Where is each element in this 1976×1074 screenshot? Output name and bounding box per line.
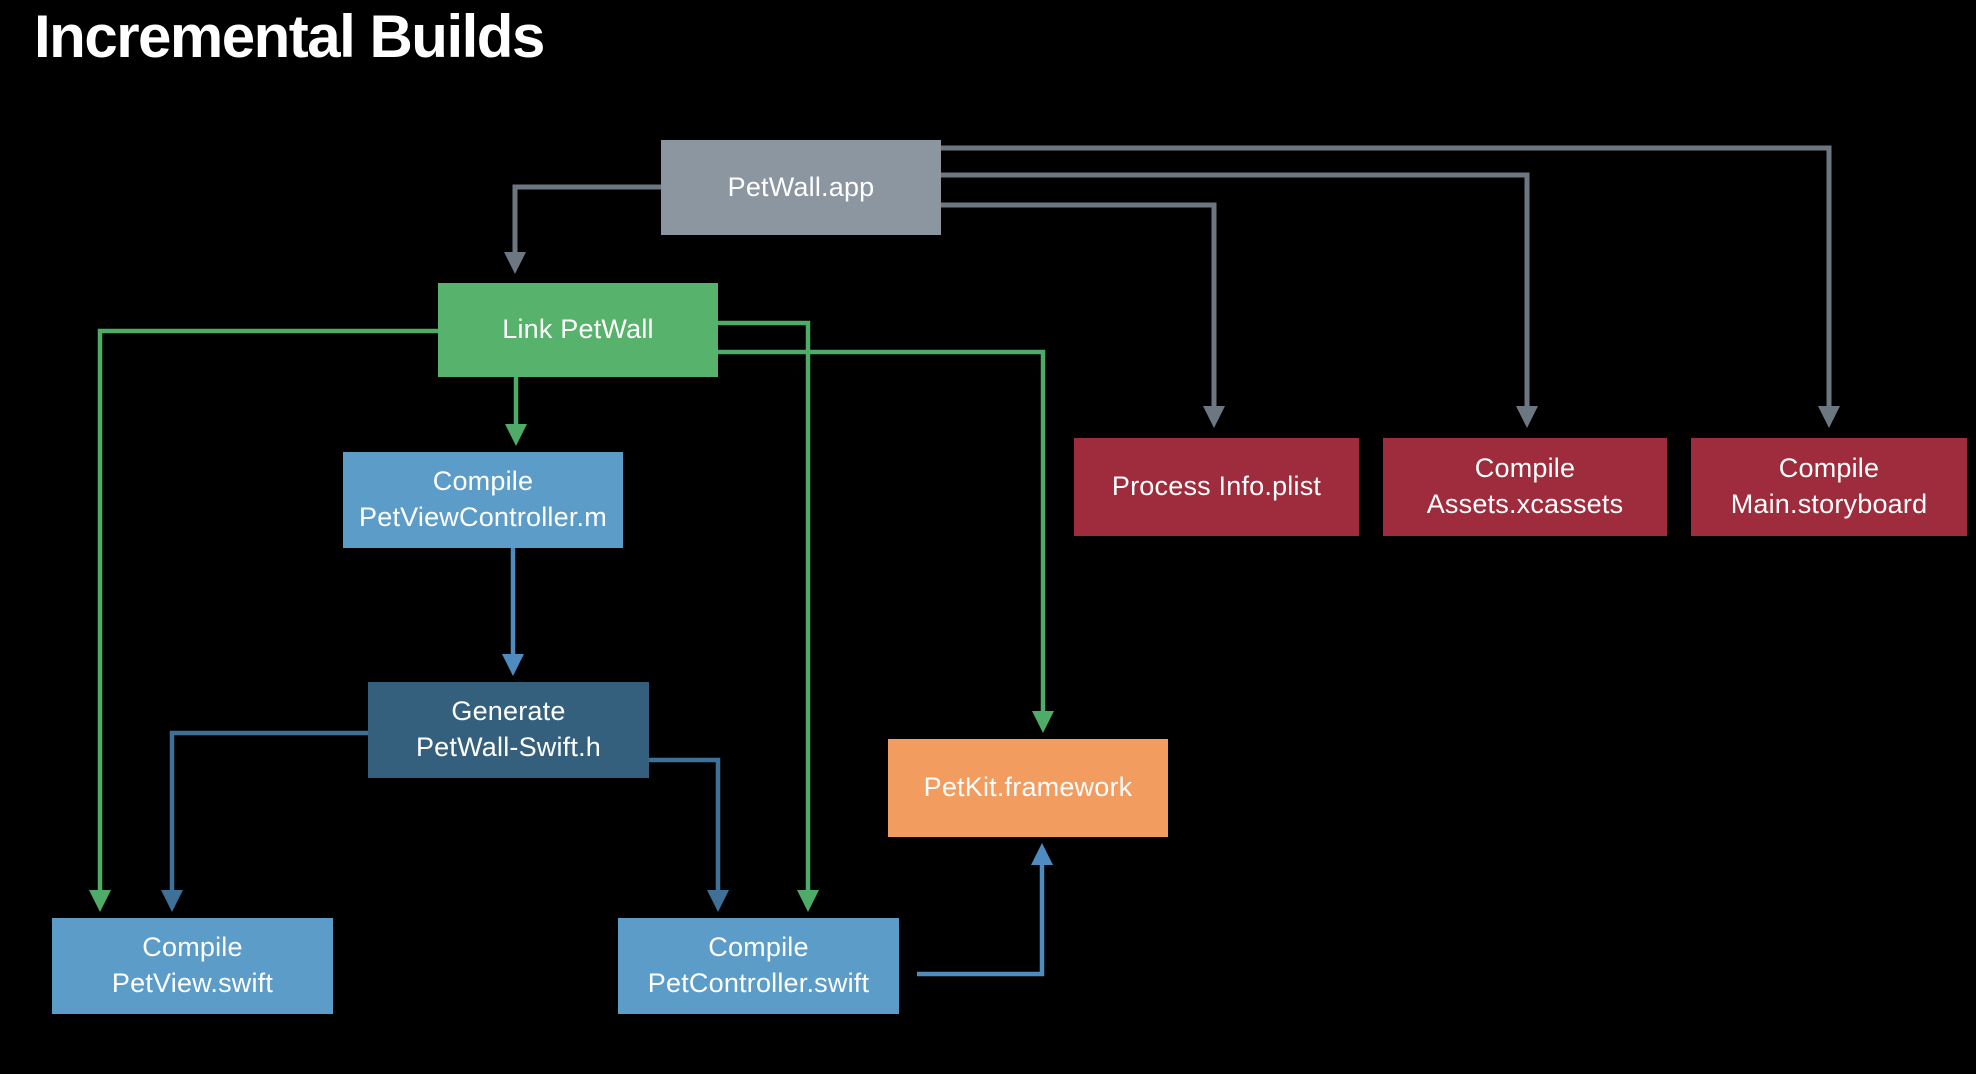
node-compile-petviewcontroller-label: Compile PetViewController.m [359,466,607,532]
edge-petwallapp-to-linkpetwall-arrowhead [504,252,526,274]
node-compile-petviewcontroller: Compile PetViewController.m [343,452,623,548]
node-process-infoplist-label: Process Info.plist [1111,471,1322,502]
edge-compilepetcontroller-to-petkit [917,863,1045,977]
node-link-petwall-label: Link PetWall [502,314,654,345]
edge-linkpetwall-to-petkit [718,349,1046,713]
edge-linkpetwall-to-compilepetcontroller [718,320,811,892]
node-compile-storyboard: Compile Main.storyboard [1691,438,1967,536]
edge-petwallapp-to-compilestoryboard [941,145,1832,408]
node-petwall-app: PetWall.app [661,140,941,235]
edge-compilepetcontroller-to-petkit-arrowhead [1031,843,1053,865]
node-petkit-framework: PetKit.framework [888,739,1168,837]
edge-petwallapp-to-processinfoplist-arrowhead [1203,406,1225,428]
edge-generate-to-compilepetview [169,730,368,892]
edge-linkpetwall-to-petkit-arrowhead [1032,711,1054,733]
node-link-petwall: Link PetWall [438,283,718,377]
edge-linkpetwall-to-compilepetviewcontroller-arrowhead [505,424,527,446]
node-compile-petview-label: Compile PetView.swift [111,932,274,998]
edge-compilepetviewcontroller-to-generate-arrowhead [502,654,524,676]
edge-generate-to-compilepetview-arrowhead [161,890,183,912]
edge-petwallapp-to-processinfoplist [941,202,1217,408]
node-compile-assets: Compile Assets.xcassets [1383,438,1667,536]
node-petwall-app-label: PetWall.app [727,171,875,202]
edge-linkpetwall-to-compilepetcontroller-arrowhead [797,890,819,912]
edge-petwallapp-to-compilestoryboard-arrowhead [1818,406,1840,428]
edge-generate-to-compilepetcontroller [649,757,721,892]
edge-linkpetwall-to-compilepetview [97,328,438,892]
node-petkit-framework-label: PetKit.framework [923,772,1133,803]
edge-petwallapp-to-compileassets [941,172,1530,408]
node-generate-petwall-swift-h-label: Generate PetWall-Swift.h [415,696,602,762]
edge-linkpetwall-to-compilepetview-arrowhead [89,890,111,912]
edge-petwallapp-to-compileassets-arrowhead [1516,406,1538,428]
node-process-infoplist: Process Info.plist [1074,438,1359,536]
node-compile-petcontroller: Compile PetController.swift [618,918,899,1014]
edge-petwallapp-to-linkpetwall [512,184,661,254]
node-compile-petcontroller-label: Compile PetController.swift [647,932,870,998]
node-generate-petwall-swift-h: Generate PetWall-Swift.h [368,682,649,778]
node-compile-storyboard-label: Compile Main.storyboard [1730,453,1928,519]
node-compile-petview: Compile PetView.swift [52,918,333,1014]
edge-generate-to-compilepetcontroller-arrowhead [707,890,729,912]
node-compile-assets-label: Compile Assets.xcassets [1426,453,1624,519]
slide-title: Incremental Builds [34,3,545,70]
